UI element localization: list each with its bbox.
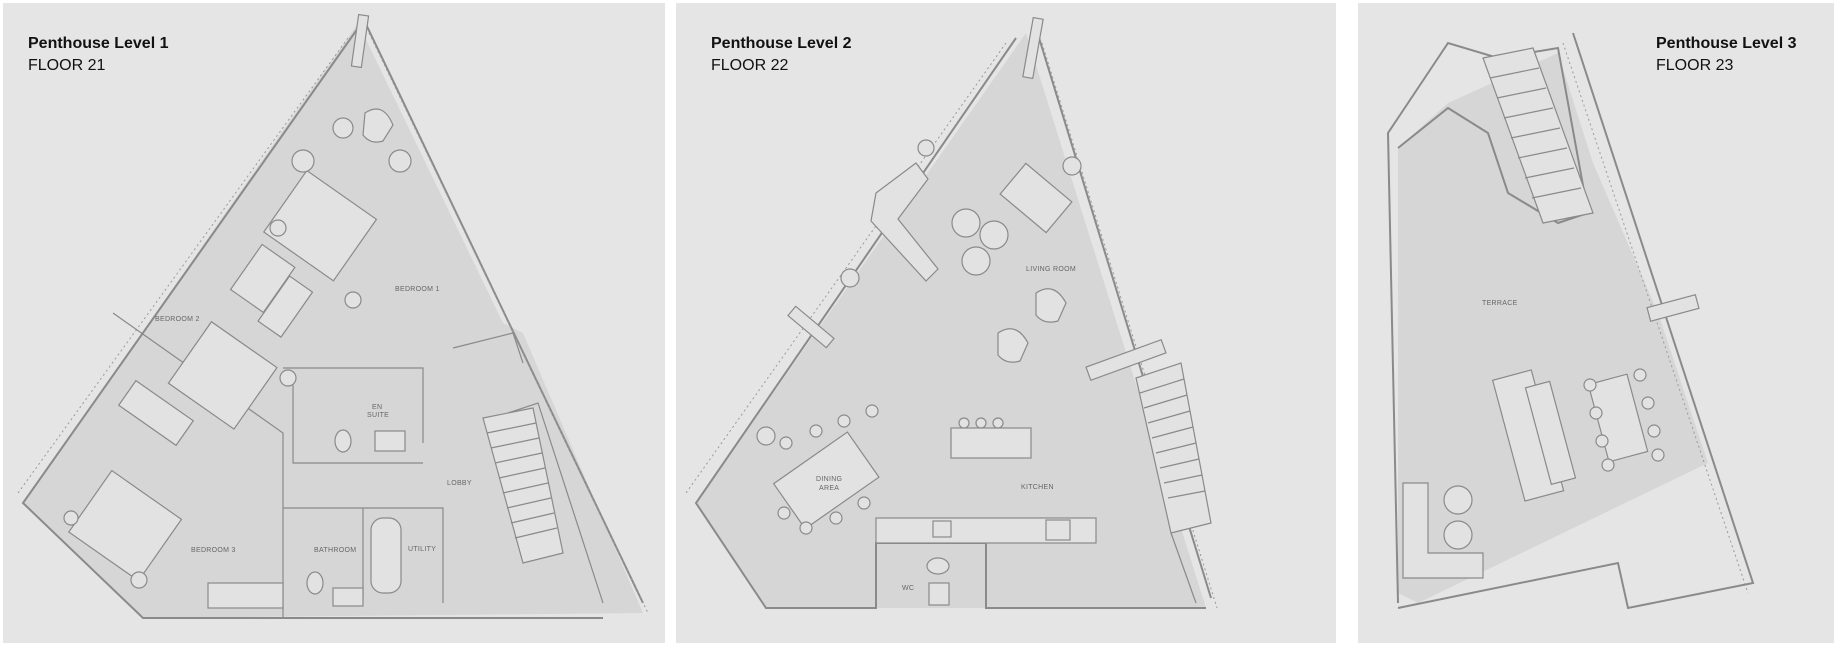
outer-wall-left: [21, 27, 603, 619]
lamp: [917, 139, 935, 157]
wall-stub: [1085, 338, 1167, 382]
stair-wall: [507, 402, 604, 604]
lamp: [332, 117, 354, 139]
bar-stool: [958, 417, 970, 429]
room-label-living-room: LIVING ROOM: [1026, 266, 1076, 273]
outdoor-chairs: [1583, 368, 1665, 472]
sofa: [999, 162, 1073, 234]
lamp: [344, 291, 362, 309]
panel-title: Penthouse Level 1: [28, 35, 169, 52]
room-label-bedroom-3: BEDROOM 3: [191, 547, 236, 554]
side-table: [1443, 485, 1473, 515]
room-label-bedroom-2: BEDROOM 2: [155, 316, 200, 323]
dining-table: [772, 431, 880, 530]
armchair: [362, 108, 394, 143]
lamp: [269, 219, 287, 237]
panel-floor: FLOOR 23: [1656, 57, 1734, 74]
lamp: [756, 426, 776, 446]
wardrobe: [257, 275, 314, 338]
window-line-left: [685, 42, 1007, 494]
inner-wall: [292, 373, 423, 464]
room-label-dining-2: AREA: [819, 485, 839, 492]
wall-stub: [787, 305, 835, 349]
bed-bedroom-3: [67, 469, 183, 582]
hob: [1045, 519, 1071, 541]
corner-sofa: [1402, 482, 1484, 579]
window-line-right: [1041, 42, 1218, 609]
wardrobe: [229, 243, 296, 314]
room-label-wc: WC: [902, 585, 914, 592]
lamp: [388, 149, 412, 173]
lamp: [130, 571, 148, 589]
floorplan-panel-level-3: TERRACE Penthouse Level 3 FLOOR 23: [1358, 3, 1834, 643]
room-label-bathroom: BATHROOM: [314, 547, 356, 554]
toilet: [926, 557, 950, 575]
inner-wall: [112, 312, 284, 618]
panel-floor: FLOOR 22: [711, 57, 789, 74]
panel-title: Penthouse Level 3: [1656, 35, 1797, 52]
panel-title: Penthouse Level 2: [711, 35, 852, 52]
terrace-area: [1398, 53, 1708, 603]
room-label-en-suite-1: EN: [372, 404, 382, 411]
room-label-en-suite-2: SUITE: [367, 412, 389, 419]
outer-wall-right: [362, 17, 644, 604]
inner-wall: [452, 332, 524, 364]
floorplan-panel-level-2: LIVING ROOM DINING AREA KITCHEN WC Penth…: [676, 3, 1336, 643]
wall-stub: [1646, 294, 1700, 322]
lamp: [840, 268, 860, 288]
sink: [928, 582, 950, 606]
room-label-kitchen: KITCHEN: [1021, 484, 1054, 491]
room-label-lobby: LOBBY: [447, 480, 472, 487]
bed-bedroom-2: [167, 320, 278, 430]
room-label-bedroom-1: BEDROOM 1: [395, 286, 440, 293]
floor-area: [23, 23, 643, 618]
room-label-dining-1: DINING: [816, 476, 842, 483]
room-label-utility: UTILITY: [408, 546, 436, 553]
coffee-table: [961, 246, 991, 276]
wardrobe: [117, 379, 195, 447]
radiator-unit: [207, 582, 284, 609]
inner-wall: [283, 507, 444, 603]
floorplan-level-3: TERRACE: [1386, 32, 1755, 610]
outer-wall: [694, 37, 1206, 609]
panel-floor: FLOOR 21: [28, 57, 106, 74]
outer-wall-right: [1397, 32, 1755, 610]
sofa: [870, 162, 939, 282]
bed-bedroom-1: [262, 169, 378, 282]
bar-stool: [992, 417, 1004, 429]
kitchen-sink: [932, 520, 952, 538]
lamp: [279, 369, 297, 387]
floorplan-level-1: BEDROOM 1 BEDROOM 2 BEDROOM 3 EN SUITE L…: [17, 13, 649, 619]
staircase: [1135, 362, 1212, 604]
armchair: [1035, 288, 1067, 323]
staircase: [1482, 47, 1594, 224]
toilet: [306, 571, 324, 595]
side-table: [1443, 520, 1473, 550]
room-label-terrace: TERRACE: [1482, 300, 1518, 307]
floorplan-level-2: LIVING ROOM DINING AREA KITCHEN WC: [685, 16, 1218, 609]
coffee-table: [951, 208, 981, 238]
planter-inner: [1524, 380, 1577, 486]
lamp: [291, 149, 315, 173]
dining-chairs: [777, 404, 879, 535]
toilet: [334, 429, 352, 453]
armchair: [997, 328, 1029, 363]
wall-stub: [1022, 16, 1044, 80]
sink: [374, 430, 406, 452]
lamp: [1062, 156, 1082, 176]
bathtub: [370, 517, 402, 594]
inner-wall: [283, 367, 424, 443]
window-line-left: [17, 37, 349, 494]
coffee-table: [979, 220, 1009, 250]
floorplan-panel-level-1: BEDROOM 1 BEDROOM 2 BEDROOM 3 EN SUITE L…: [3, 3, 665, 643]
wall-stub: [350, 13, 370, 69]
lamp: [63, 510, 79, 526]
bar-stool: [975, 417, 987, 429]
window-line-right: [368, 32, 649, 614]
staircase: [482, 407, 564, 564]
kitchen-island: [950, 427, 1032, 459]
sink: [332, 587, 364, 607]
